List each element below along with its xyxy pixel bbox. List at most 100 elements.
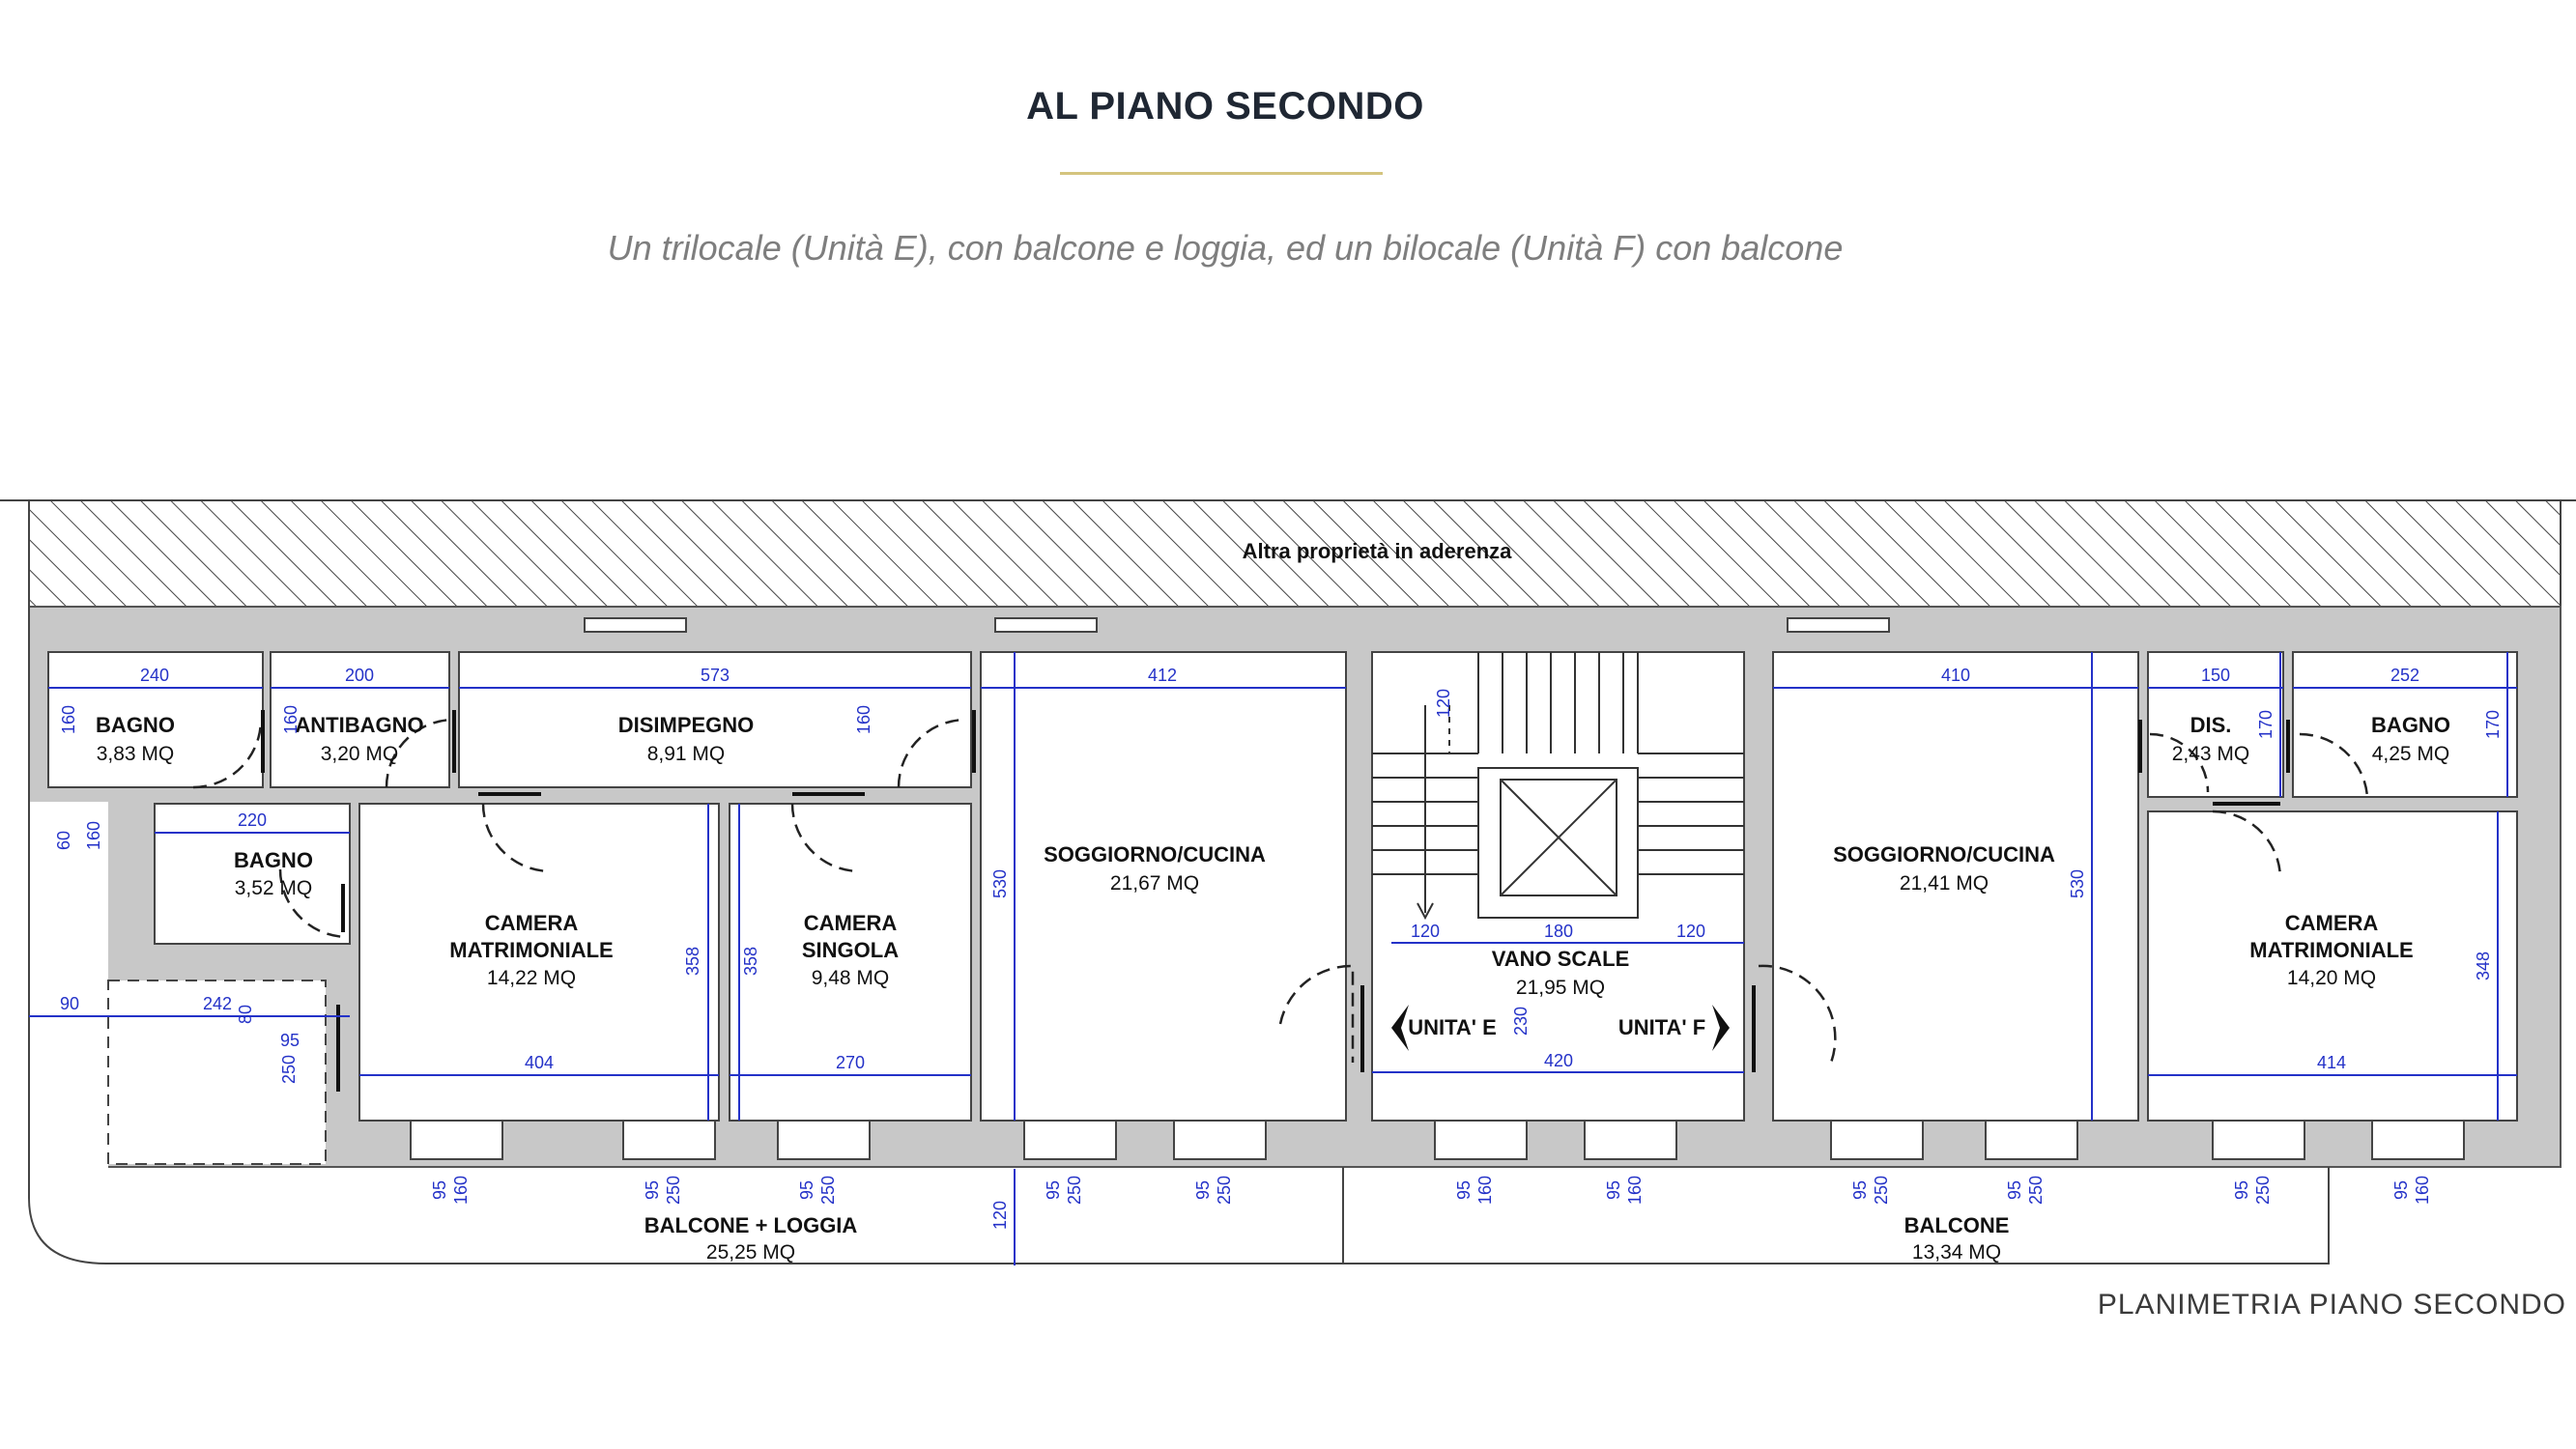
window-dim-7-b: 160 <box>1625 1176 1645 1205</box>
dim-412: 412 <box>1148 666 1177 685</box>
entry-arrow-unit-f <box>1712 1005 1730 1051</box>
dim-90: 90 <box>60 994 79 1013</box>
balcone-area: 13,34 MQ <box>1912 1241 2001 1264</box>
stair-drawing <box>1372 652 1744 921</box>
camera-matrimoniale-f-name-1: CAMERA <box>2285 911 2379 935</box>
dim-348: 348 <box>2474 952 2493 980</box>
dim-573: 573 <box>701 666 730 685</box>
dim-270: 270 <box>836 1053 865 1072</box>
room-loggia <box>107 980 327 1165</box>
window-dim-4-b: 250 <box>1065 1176 1084 1205</box>
dim-252: 252 <box>2390 666 2419 685</box>
soggiorno-f-name: SOGGIORNO/CUCINA <box>1833 842 2055 867</box>
window-dim-7-a: 95 <box>1604 1180 1623 1200</box>
balcony-outline <box>28 1167 2330 1264</box>
dim-150: 150 <box>2201 666 2230 685</box>
dim-160-c: 160 <box>854 705 873 734</box>
soggiorno-f-area: 21,41 MQ <box>1900 872 1989 895</box>
dim-530-left: 530 <box>990 869 1010 898</box>
window-dim-11-a: 95 <box>2391 1180 2411 1200</box>
bagno-2-name: BAGNO <box>234 848 313 872</box>
room-soggiorno-e <box>980 651 1347 1122</box>
window-dim-10-b: 250 <box>2253 1176 2273 1205</box>
dim-170-a: 170 <box>2256 710 2275 739</box>
balcone-loggia-area: 25,25 MQ <box>706 1241 795 1264</box>
dim-160-b: 160 <box>281 705 301 734</box>
window-dim-5-a: 95 <box>1193 1180 1213 1200</box>
bagno-1-area: 3,83 MQ <box>97 743 175 765</box>
unit-e-label: UNITA' E <box>1408 1015 1497 1039</box>
soggiorno-e-name: SOGGIORNO/CUCINA <box>1044 842 1266 867</box>
dim-358-right: 358 <box>741 947 760 976</box>
page-subtitle: Un trilocale (Unità E), con balcone e lo… <box>607 228 1844 268</box>
room-dis <box>2147 651 2284 798</box>
room-camera-matrimoniale-f <box>2147 810 2518 1122</box>
dim-120-left: 120 <box>1411 922 1440 941</box>
window-dim-1-b: 160 <box>451 1176 471 1205</box>
disimpegno-area: 8,91 MQ <box>647 743 726 765</box>
dim-240: 240 <box>140 666 169 685</box>
dis-name: DIS. <box>2190 713 2232 737</box>
camera-singola-name-2: SINGOLA <box>802 938 899 962</box>
adjacent-property-label: Altra proprietà in aderenza <box>1243 539 1513 563</box>
dim-530-right: 530 <box>2068 869 2087 898</box>
room-disimpegno <box>458 651 972 788</box>
dim-120-balcone: 120 <box>990 1201 1010 1230</box>
camera-matrimoniale-f-area: 14,20 MQ <box>2287 967 2376 989</box>
vano-scale-name: VANO SCALE <box>1492 947 1630 971</box>
dim-180: 180 <box>1544 922 1573 941</box>
dim-120-vano: 120 <box>1434 689 1453 718</box>
camera-matrimoniale-f-name-2: MATRIMONIALE <box>2249 938 2413 962</box>
door-jambs <box>261 710 2290 1092</box>
window-top-3 <box>1787 617 1890 633</box>
bagno-2-area: 3,52 MQ <box>235 877 313 899</box>
window-dim-9-b: 250 <box>2026 1176 2046 1205</box>
dim-414: 414 <box>2317 1053 2346 1072</box>
dim-250-loggia: 250 <box>279 1055 299 1084</box>
room-camera-matrimoniale-e <box>358 803 720 1122</box>
window-dim-4-a: 95 <box>1044 1180 1063 1200</box>
window-dim-9-a: 95 <box>2005 1180 2024 1200</box>
unit-f-label: UNITA' F <box>1618 1015 1705 1039</box>
room-soggiorno-f <box>1772 651 2139 1122</box>
room-bagno-3 <box>2292 651 2518 798</box>
window-dim-3-b: 250 <box>818 1176 838 1205</box>
window-dim-6-b: 160 <box>1475 1176 1495 1205</box>
room-bagno-1 <box>47 651 264 788</box>
plan-caption: PLANIMETRIA PIANO SECONDO <box>2097 1289 2566 1321</box>
dim-358-left: 358 <box>683 947 702 976</box>
room-antibagno <box>270 651 450 788</box>
entry-arrow-unit-e <box>1391 1005 1409 1051</box>
bagno-3-area: 4,25 MQ <box>2372 743 2450 765</box>
camera-matrimoniale-e-area: 14,22 MQ <box>487 967 576 989</box>
window-dim-10-a: 95 <box>2232 1180 2251 1200</box>
dim-160-a: 160 <box>59 705 78 734</box>
title-rule <box>1060 172 1383 175</box>
balcone-name: BALCONE <box>1904 1213 2010 1237</box>
antibagno-name: ANTIBAGNO <box>295 713 423 737</box>
window-dim-6-a: 95 <box>1454 1180 1474 1200</box>
window-dim-1-a: 95 <box>430 1180 449 1200</box>
window-dim-2-a: 95 <box>643 1180 662 1200</box>
dim-200: 200 <box>345 666 374 685</box>
disimpegno-name: DISIMPEGNO <box>618 713 755 737</box>
door-swings <box>192 718 2369 1064</box>
window-dim-2-b: 250 <box>664 1176 683 1205</box>
window-dim-5-b: 250 <box>1215 1176 1234 1205</box>
page-title: AL PIANO SECONDO <box>1026 85 1424 128</box>
antibagno-area: 3,20 MQ <box>321 743 399 765</box>
dim-230: 230 <box>1511 1007 1531 1036</box>
vano-scale-area: 21,95 MQ <box>1516 977 1605 999</box>
window-dim-3-a: 95 <box>797 1180 816 1200</box>
window-dim-11-b: 160 <box>2413 1176 2432 1205</box>
dim-420: 420 <box>1544 1051 1573 1070</box>
camera-matrimoniale-e-name-2: MATRIMONIALE <box>449 938 613 962</box>
dim-60: 60 <box>54 831 73 850</box>
dim-410: 410 <box>1941 666 1970 685</box>
dis-area: 2,43 MQ <box>2172 743 2250 765</box>
dim-404: 404 <box>525 1053 554 1072</box>
window-dim-8-b: 250 <box>1872 1176 1891 1205</box>
window-top-2 <box>994 617 1098 633</box>
